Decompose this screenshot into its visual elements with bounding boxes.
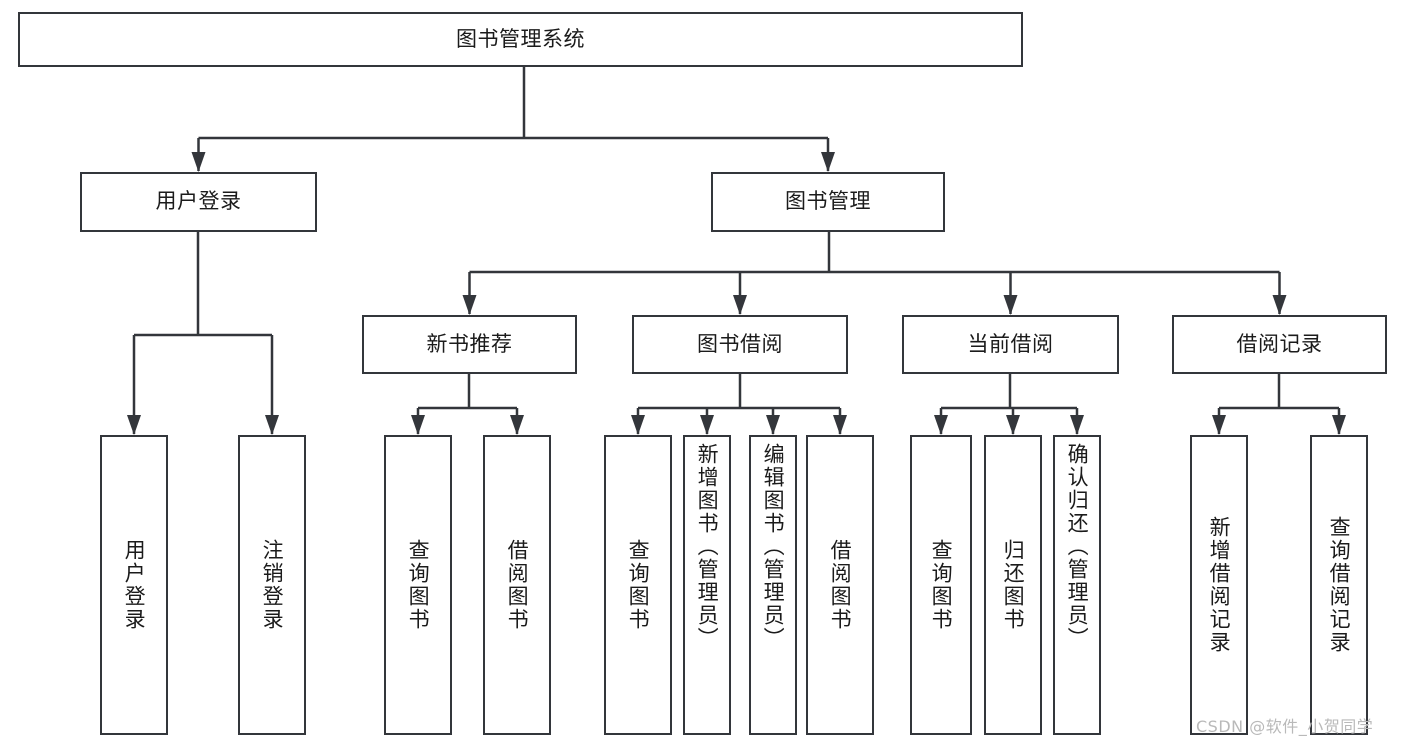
arrowhead-icon — [631, 415, 645, 435]
node-new-book-rec: 新书推荐 — [362, 315, 577, 374]
node-label: 查询借阅记录 — [1327, 516, 1352, 654]
node-label: 图书管理 — [785, 189, 871, 214]
node-label: 借阅记录 — [1236, 331, 1323, 356]
node-leaf-logout: 注销登录 — [238, 435, 306, 735]
arrowhead-icon — [833, 415, 847, 435]
node-label: 用户登录 — [155, 189, 242, 214]
arrowhead-icon — [821, 152, 835, 172]
node-label: 归还图书 — [1001, 539, 1026, 631]
arrowhead-icon — [1006, 415, 1020, 435]
node-leaf-borrow-book-2: 借阅图书 — [806, 435, 874, 735]
node-label: 借阅图书 — [828, 539, 853, 631]
node-leaf-confirm-return: 确认归还（管理员） — [1053, 435, 1101, 735]
node-leaf-query-book-1: 查询图书 — [384, 435, 452, 735]
node-label: 新增借阅记录 — [1207, 516, 1232, 654]
node-leaf-user-login: 用户登录 — [100, 435, 168, 735]
node-label: 图书管理系统 — [456, 26, 585, 51]
arrowhead-icon — [934, 415, 948, 435]
node-label: 查询图书 — [626, 539, 651, 631]
arrowhead-icon — [733, 295, 747, 315]
node-leaf-query-book-3: 查询图书 — [910, 435, 972, 735]
node-label: 确认归还（管理员） — [1065, 443, 1090, 650]
node-root: 图书管理系统 — [18, 12, 1023, 67]
node-cur-borrow: 当前借阅 — [902, 315, 1119, 374]
node-label: 图书借阅 — [697, 331, 783, 356]
node-book-borrow: 图书借阅 — [632, 315, 848, 374]
node-leaf-return-book: 归还图书 — [984, 435, 1042, 735]
arrowhead-icon — [700, 415, 714, 435]
node-leaf-edit-book: 编辑图书（管理员） — [749, 435, 797, 735]
node-label: 查询图书 — [929, 539, 954, 631]
arrowhead-icon — [766, 415, 780, 435]
node-label: 查询图书 — [406, 539, 431, 631]
node-label: 借阅图书 — [505, 539, 530, 631]
node-label: 注销登录 — [260, 539, 285, 631]
node-user-login: 用户登录 — [80, 172, 317, 232]
node-label: 新增图书（管理员） — [695, 443, 720, 650]
arrowhead-icon — [411, 415, 425, 435]
node-book-manage: 图书管理 — [711, 172, 945, 232]
node-borrow-log: 借阅记录 — [1172, 315, 1387, 374]
arrowhead-icon — [1272, 295, 1287, 315]
node-leaf-query-book-2: 查询图书 — [604, 435, 672, 735]
arrowhead-icon — [1212, 415, 1226, 435]
arrowhead-icon — [1070, 415, 1084, 435]
arrowhead-icon — [127, 415, 141, 435]
arrowhead-icon — [462, 295, 477, 315]
arrowhead-icon — [191, 152, 206, 172]
arrowhead-icon — [1332, 415, 1346, 435]
node-label: 用户登录 — [122, 539, 147, 631]
node-leaf-borrow-book-1: 借阅图书 — [483, 435, 551, 735]
node-label: 新书推荐 — [426, 331, 513, 356]
node-label: 当前借阅 — [967, 331, 1054, 356]
node-leaf-add-log: 新增借阅记录 — [1190, 435, 1248, 735]
node-leaf-add-book: 新增图书（管理员） — [683, 435, 731, 735]
arrowhead-icon — [510, 415, 524, 435]
arrowhead-icon — [265, 415, 279, 435]
node-label: 编辑图书（管理员） — [761, 443, 786, 650]
node-leaf-query-log: 查询借阅记录 — [1310, 435, 1368, 735]
arrowhead-icon — [1003, 295, 1018, 315]
